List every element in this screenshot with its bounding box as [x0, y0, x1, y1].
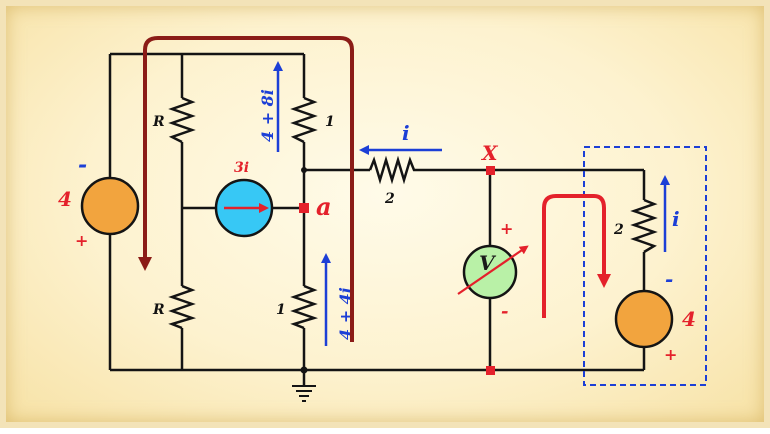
label-r-top: R: [152, 114, 165, 130]
resistor-r-bottom: [168, 284, 197, 330]
node-x-label: X: [480, 141, 499, 165]
junction-dot: [301, 167, 307, 173]
resistor-right-branch: [630, 198, 658, 254]
loop-arrow-left: [138, 36, 354, 342]
left-source-value: 4: [58, 187, 72, 211]
loop-arrow-right: [542, 194, 611, 318]
node-x-marker: [486, 166, 495, 175]
resistor-r-top: [168, 96, 196, 144]
right-branch-dashed-box: [583, 146, 707, 386]
dependent-source-label: 3i: [234, 160, 249, 176]
voltmeter-label: V: [479, 251, 497, 275]
node-a-label: a: [316, 192, 332, 221]
label-right-branch: 2: [613, 222, 624, 238]
label-series: 2: [384, 191, 395, 207]
ground-icon: [292, 385, 316, 402]
right-voltage-source: [614, 289, 674, 349]
current-label-series: i: [402, 121, 410, 145]
label-r-bottom: R: [152, 302, 165, 318]
voltmeter-plus: +: [500, 219, 513, 238]
node-bottom-marker: [486, 366, 495, 375]
dependent-current-source: [214, 178, 274, 238]
resistor-lower-right: [290, 284, 319, 330]
voltmeter-minus: -: [501, 301, 508, 322]
node-a-marker: [299, 203, 309, 213]
right-source-top-sign: -: [665, 267, 673, 291]
right-source-value: 4: [682, 307, 696, 331]
resistor-upper-right: [290, 96, 318, 144]
left-source-bottom-sign: +: [75, 231, 88, 250]
left-voltage-source: [80, 176, 140, 236]
circuit-diagram: 4 - + 3i a X V + - 4 - + R R 1 1 2 2: [58, 36, 707, 402]
right-source-bottom-sign: +: [664, 345, 677, 364]
label-upper-right: 1: [325, 114, 335, 130]
label-lower-right: 1: [276, 302, 286, 318]
current-label-right: i: [672, 207, 680, 231]
voltmeter-icon: [457, 244, 529, 300]
wires: [108, 52, 646, 386]
current-label-upper: 4 + 8i: [258, 89, 277, 142]
left-source-top-sign: -: [78, 152, 87, 178]
junction-dot: [300, 366, 308, 374]
resistor-series: [368, 155, 418, 185]
